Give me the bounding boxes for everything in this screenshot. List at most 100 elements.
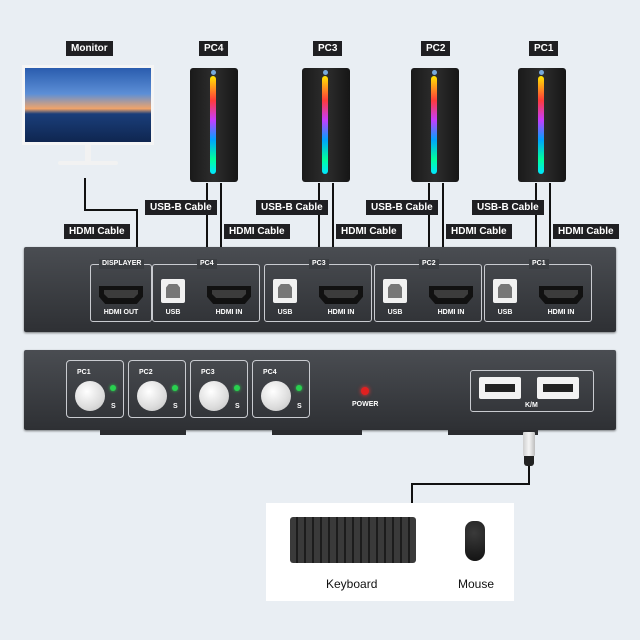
pc1-label: PC1 [529,41,559,56]
pc4-usb-label: USB [165,309,181,316]
hdmi-out-port [99,286,143,304]
km-cable-v2 [411,483,413,503]
monitor-label: Monitor [66,41,113,56]
pc4-hdmi-in-port [207,286,251,304]
pc1-usb-wire [535,183,537,247]
power-led [361,387,369,395]
pc3-hdmi-in-port [319,286,363,304]
pc2-usb-b-port [383,279,407,303]
pc1-hdmi-in-label: HDMI IN [547,309,575,316]
switch-pc2[interactable]: PC2 S [128,360,186,418]
switch-pc4-led [296,385,302,391]
monitor-screen [22,65,154,145]
pc3-hdmi-cable-label: HDMI Cable [336,224,402,239]
pc3-label: PC3 [313,41,343,56]
pc3-usb-cable-label: USB-B Cable [256,200,328,215]
switch-pc2-button[interactable] [137,381,167,411]
pc2-label: PC2 [421,41,451,56]
keyboard-label: Keyboard [326,577,378,591]
kvm-front-panel: PC1 S PC2 S PC3 S PC4 S POWER K/M [24,350,616,430]
pc2-hdmi-cable-label: HDMI Cable [446,224,512,239]
km-usb-a-port-1 [479,377,521,399]
switch-pc1-led [110,385,116,391]
switch-pc3-led-label: S [235,403,240,410]
back-group-pc3: PC3 USB HDMI IN [264,259,372,322]
front-panel-foot-2 [272,430,362,435]
pc3-hdmi-in-label: HDMI IN [327,309,355,316]
back-group-pc1-label: PC1 [529,259,549,269]
km-cable-h [412,483,530,485]
pc4-usb-wire [206,183,208,247]
pc2-usb-label: USB [387,309,403,316]
back-group-pc4: PC4 USB HDMI IN [152,259,260,322]
pc2-hdmi-in-label: HDMI IN [437,309,465,316]
pc4-tower [190,68,238,182]
peripherals-card: Keyboard Mouse [266,503,514,601]
pc1-usb-label: USB [497,309,513,316]
switch-pc2-led-label: S [173,403,178,410]
switch-pc2-led [172,385,178,391]
pc1-hdmi-in-port [539,286,583,304]
pc4-label: PC4 [199,41,229,56]
back-group-pc2-label: PC2 [419,259,439,269]
monitor-hdmi-wire [84,178,86,210]
pc3-usb-b-port [273,279,297,303]
pc3-hdmi-wire [332,183,334,247]
pc1-usb-cable-label: USB-B Cable [472,200,544,215]
pc1-usb-b-port [493,279,517,303]
pc4-hdmi-wire [220,183,222,247]
km-cable-v1 [528,466,530,484]
pc3-usb-wire [318,183,320,247]
pc1-tower [518,68,566,182]
switch-pc3-button[interactable] [199,381,229,411]
front-panel-foot-3 [448,430,538,435]
pc3-usb-label: USB [277,309,293,316]
front-panel-foot-1 [100,430,186,435]
switch-pc2-label: PC2 [139,369,153,376]
monitor-hdmi-wire-v [136,209,138,247]
pc4-usb-cable-label: USB-B Cable [145,200,217,215]
pc2-usb-wire [428,183,430,247]
pc4-usb-b-port [161,279,185,303]
switch-pc3[interactable]: PC3 S [190,360,248,418]
usb-plug-boot [524,456,534,466]
switch-pc4-label: PC4 [263,369,277,376]
switch-pc3-led [234,385,240,391]
switch-pc1[interactable]: PC1 S [66,360,124,418]
pc1-hdmi-cable-label: HDMI Cable [553,224,619,239]
monitor-hdmi-cable-label: HDMI Cable [64,224,130,239]
power-label: POWER [352,401,379,408]
hdmi-out-label: HDMI OUT [103,309,139,316]
pc4-hdmi-in-label: HDMI IN [215,309,243,316]
displayer-group: DISPLAYER HDMI OUT [90,259,152,322]
keyboard-icon [290,517,416,563]
switch-pc1-led-label: S [111,403,116,410]
pc1-hdmi-wire [549,183,551,247]
km-label: K/M [525,402,538,409]
monitor-image [22,65,154,175]
mouse-label: Mouse [458,577,495,591]
pc2-usb-cable-label: USB-B Cable [366,200,438,215]
switch-pc4-button[interactable] [261,381,291,411]
pc2-tower [411,68,459,182]
pc3-tower [302,68,350,182]
mouse-icon [465,521,485,561]
switch-pc1-label: PC1 [77,369,91,376]
km-usb-a-port-2 [537,377,579,399]
pc2-hdmi-wire [442,183,444,247]
pc2-hdmi-in-port [429,286,473,304]
displayer-label: DISPLAYER [99,259,145,269]
kvm-back-panel: DISPLAYER HDMI OUT PC4 USB HDMI IN PC3 U… [24,247,616,332]
back-group-pc3-label: PC3 [309,259,329,269]
switch-pc3-label: PC3 [201,369,215,376]
switch-pc4[interactable]: PC4 S [252,360,310,418]
usb-a-plug [523,432,535,456]
back-group-pc4-label: PC4 [197,259,217,269]
pc4-hdmi-cable-label: HDMI Cable [224,224,290,239]
monitor-base [58,161,118,165]
switch-pc1-button[interactable] [75,381,105,411]
switch-pc4-led-label: S [297,403,302,410]
monitor-hdmi-wire-h [84,209,137,211]
back-group-pc1: PC1 USB HDMI IN [484,259,592,322]
km-port-group: K/M [470,370,594,412]
